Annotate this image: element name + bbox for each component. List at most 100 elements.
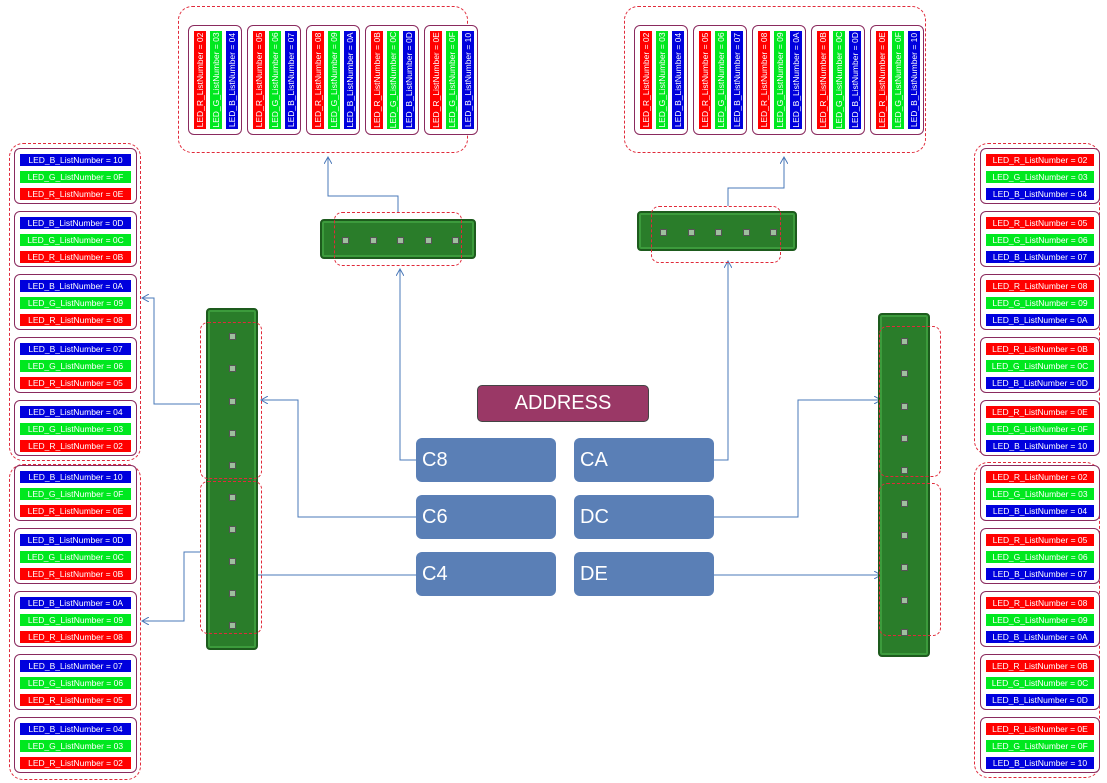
led-channel-text: LED_R_ListNumber = 05 xyxy=(254,32,264,128)
led-channel-label: LED_R_ListNumber = 02 xyxy=(985,470,1095,484)
led-channel-text: LED_B_ListNumber = 0A xyxy=(791,32,801,128)
led-channel-label: LED_B_ListNumber = 04 xyxy=(19,722,132,736)
led-channel-label: LED_R_ListNumber = 05 xyxy=(985,216,1095,230)
led-pixel xyxy=(901,467,908,474)
led-channel-text: LED_G_ListNumber = 0F xyxy=(447,32,457,128)
led-group: LED_R_ListNumber = 02 LED_G_ListNumber = … xyxy=(980,465,1100,521)
led-pixel xyxy=(901,435,908,442)
led-channel-text: LED_R_ListNumber = 08 xyxy=(759,32,769,128)
led-channel-label: LED_B_ListNumber = 0A xyxy=(789,30,803,130)
led-channel-label: LED_G_ListNumber = 03 xyxy=(209,30,223,130)
led-channel-label: LED_B_ListNumber = 0D xyxy=(985,693,1095,707)
led-channel-text: LED_B_ListNumber = 0A xyxy=(345,32,355,128)
led-pixel xyxy=(370,237,377,244)
led-group: LED_R_ListNumber = 0B LED_G_ListNumber = … xyxy=(811,25,865,135)
led-pixel xyxy=(229,558,236,565)
led-pixel xyxy=(901,403,908,410)
led-group: LED_R_ListNumber = 0B LED_G_ListNumber = … xyxy=(980,654,1100,710)
led-channel-label: LED_R_ListNumber = 0B xyxy=(19,567,132,581)
led-channel-text: LED_R_ListNumber = 0B xyxy=(372,32,382,128)
led-channel-text: LED_B_ListNumber = 0D xyxy=(850,32,860,128)
led-channel-label: LED_B_ListNumber = 07 xyxy=(284,30,298,130)
led-channel-text: LED_G_ListNumber = 09 xyxy=(329,32,339,128)
led-channel-label: LED_B_ListNumber = 07 xyxy=(19,342,132,356)
led-pixel xyxy=(342,237,349,244)
led-channel-text: LED_B_ListNumber = 10 xyxy=(909,32,919,128)
led-channel-label: LED_B_ListNumber = 0A xyxy=(19,279,132,293)
led-strip-left-outline-lower xyxy=(200,481,262,634)
address-de: DE xyxy=(574,552,714,596)
led-channel-text: LED_B_ListNumber = 07 xyxy=(732,32,742,128)
led-channel-label: LED_R_ListNumber = 0E xyxy=(875,30,889,130)
led-pixel xyxy=(452,237,459,244)
led-channel-label: LED_G_ListNumber = 03 xyxy=(985,170,1095,184)
led-channel-text: LED_R_ListNumber = 05 xyxy=(700,32,710,128)
led-channel-label: LED_B_ListNumber = 0D xyxy=(848,30,862,130)
led-channel-label: LED_B_ListNumber = 04 xyxy=(225,30,239,130)
led-channel-label: LED_G_ListNumber = 03 xyxy=(19,739,132,753)
led-channel-label: LED_B_ListNumber = 0A xyxy=(343,30,357,130)
led-pixel xyxy=(229,333,236,340)
led-channel-label: LED_R_ListNumber = 08 xyxy=(311,30,325,130)
led-channel-text: LED_R_ListNumber = 0B xyxy=(818,32,828,128)
led-pixel xyxy=(901,500,908,507)
link-c8-top xyxy=(400,270,416,461)
led-pixel xyxy=(229,494,236,501)
address-c4: C4 xyxy=(416,552,556,596)
led-channel-label: LED_B_ListNumber = 04 xyxy=(671,30,685,130)
led-group: LED_R_ListNumber = 05 LED_G_ListNumber = … xyxy=(247,25,301,135)
led-channel-label: LED_B_ListNumber = 0A xyxy=(19,596,132,610)
led-channel-label: LED_B_ListNumber = 07 xyxy=(985,567,1095,581)
led-channel-label: LED_G_ListNumber = 03 xyxy=(655,30,669,130)
led-channel-label: LED_B_ListNumber = 04 xyxy=(985,187,1095,201)
led-pixel xyxy=(229,365,236,372)
led-channel-label: LED_G_ListNumber = 09 xyxy=(327,30,341,130)
led-channel-label: LED_G_ListNumber = 0C xyxy=(985,676,1095,690)
led-channel-label: LED_B_ListNumber = 0A xyxy=(985,630,1095,644)
address-ca: CA xyxy=(574,438,714,482)
led-pixel xyxy=(743,229,750,236)
led-channel-text: LED_G_ListNumber = 0C xyxy=(834,31,844,129)
led-pixel xyxy=(901,338,908,345)
led-channel-label: LED_R_ListNumber = 02 xyxy=(639,30,653,130)
led-channel-text: LED_R_ListNumber = 02 xyxy=(641,32,651,128)
led-channel-label: LED_G_ListNumber = 0F xyxy=(445,30,459,130)
led-strip-top-left-outline xyxy=(334,212,462,266)
led-pixel xyxy=(229,462,236,469)
led-strip-right-outline-lower xyxy=(879,483,941,636)
led-pixel xyxy=(901,370,908,377)
led-channel-text: LED_B_ListNumber = 0D xyxy=(404,32,414,128)
led-pixel xyxy=(397,237,404,244)
led-channel-text: LED_B_ListNumber = 04 xyxy=(227,32,237,128)
led-group: LED_R_ListNumber = 08 LED_G_ListNumber = … xyxy=(306,25,360,135)
led-pixel xyxy=(229,590,236,597)
led-channel-label: LED_R_ListNumber = 0B xyxy=(985,659,1095,673)
led-channel-label: LED_G_ListNumber = 06 xyxy=(268,30,282,130)
link-left-upper-leds xyxy=(143,298,200,405)
address-dc: DC xyxy=(574,495,714,539)
led-channel-label: LED_R_ListNumber = 0B xyxy=(985,342,1095,356)
led-pixel xyxy=(901,564,908,571)
led-channel-label: LED_B_ListNumber = 07 xyxy=(985,250,1095,264)
top-right-led-region xyxy=(624,6,926,153)
led-channel-text: LED_R_ListNumber = 08 xyxy=(313,32,323,128)
led-channel-text: LED_G_ListNumber = 03 xyxy=(657,32,667,128)
led-channel-text: LED_G_ListNumber = 09 xyxy=(775,32,785,128)
led-channel-label: LED_G_ListNumber = 03 xyxy=(985,487,1095,501)
link-c6-left xyxy=(262,400,416,518)
led-channel-label: LED_B_ListNumber = 10 xyxy=(985,439,1095,453)
